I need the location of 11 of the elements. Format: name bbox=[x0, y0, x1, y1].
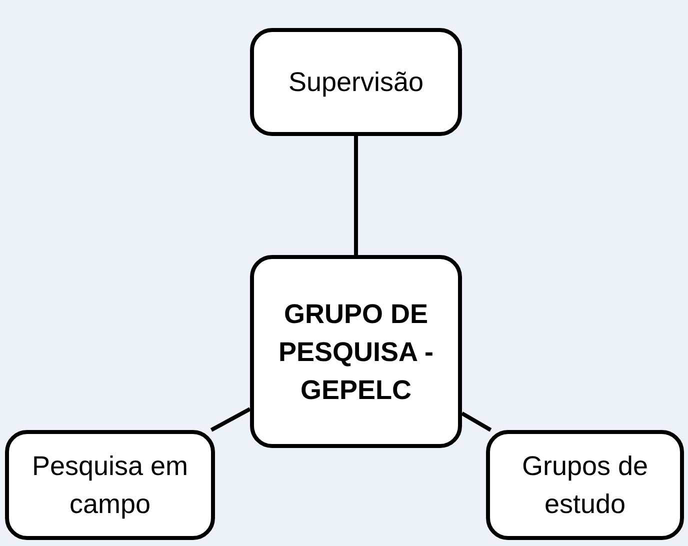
rounded-box bbox=[250, 28, 462, 136]
rounded-box bbox=[486, 430, 684, 540]
node-text: Supervisão bbox=[288, 66, 424, 99]
rounded-box bbox=[250, 255, 462, 448]
node-text: Pesquisa em campo bbox=[30, 450, 190, 521]
connector-line bbox=[210, 407, 251, 432]
node-text: GRUPO DE PESQUISA - GEPELC bbox=[277, 298, 435, 406]
connector-line bbox=[461, 412, 492, 432]
connector-line bbox=[354, 136, 358, 255]
rounded-box bbox=[5, 430, 215, 540]
node-text: Grupos de estudo bbox=[520, 450, 650, 521]
